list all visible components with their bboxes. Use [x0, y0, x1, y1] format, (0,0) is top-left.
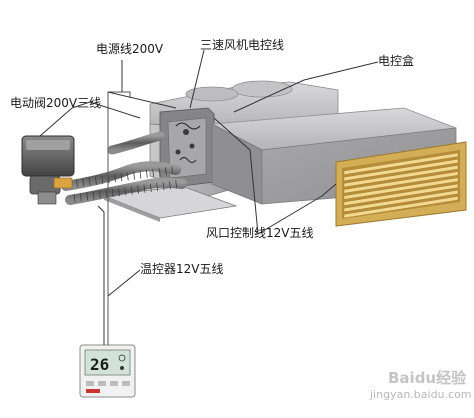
thermostat-display-value: 26 [90, 355, 109, 374]
valve-leader [39, 107, 73, 137]
electric-valve [21, 135, 75, 205]
grille-slat [343, 165, 459, 188]
hose-rib [145, 169, 148, 178]
hose-rib [82, 178, 85, 187]
hose-rib [156, 183, 159, 192]
outlet-line-leader [257, 183, 337, 235]
control-box-leader [233, 61, 379, 113]
hose-rib [114, 174, 116, 183]
grille-slat [343, 189, 459, 213]
hose-rib [162, 182, 165, 191]
hose-rib [105, 189, 108, 198]
control-box [159, 107, 215, 189]
wires [39, 49, 379, 345]
hose-rib [73, 193, 76, 203]
drain-pan [103, 185, 238, 222]
watermark-logo-text: Baidu经验 [388, 369, 467, 387]
hose-rib [126, 172, 129, 181]
hose-rib [169, 181, 171, 190]
flex-hoses [61, 131, 187, 205]
air-grille [335, 141, 467, 227]
hose-rib [120, 173, 123, 182]
grille-slat [343, 171, 459, 194]
hose-rib [158, 168, 161, 177]
label-outlet-control-line: 风口控制线12V五线 [206, 226, 314, 240]
grille-slat [343, 183, 459, 206]
label-thermostat-line: 温控器12V五线 [140, 262, 224, 276]
hose-rib [137, 185, 139, 194]
label-power-line: 电源线200V [96, 42, 164, 56]
outlet-line-wire [213, 117, 259, 235]
grille-slat [343, 158, 459, 182]
grille-slat [343, 152, 459, 175]
hose-rib [152, 169, 155, 178]
label-three-speed-fan-control: 三速风机电控线 [200, 38, 285, 52]
hose-rib [99, 190, 101, 199]
hose-rib [124, 187, 127, 196]
thermostat-device: 26 [79, 344, 136, 398]
hose-rib [75, 179, 78, 188]
label-control-box: 电控盒 [378, 54, 415, 68]
hose-rib [171, 166, 174, 175]
hose-rib [86, 192, 89, 201]
grille-slat [343, 177, 459, 200]
hose-rib [149, 183, 152, 192]
hose-rib [111, 188, 114, 198]
hose-rib [175, 180, 178, 189]
hose-rib [143, 184, 146, 193]
hose-rib [139, 170, 142, 179]
hose-rib [101, 175, 104, 184]
hose-rib [118, 188, 120, 197]
hose-rib [95, 176, 97, 185]
watermark-url: jingyan.baidu.com [370, 388, 472, 401]
thermostat-cable [97, 205, 105, 345]
grille-slat [343, 196, 459, 219]
power-line-to-box [107, 91, 177, 109]
hose-rib [130, 186, 133, 195]
valve-wire [71, 101, 141, 119]
three-speed-leader [189, 49, 205, 109]
hose-rib [92, 191, 95, 200]
power-cable [107, 91, 131, 345]
thermostat-leader [107, 269, 141, 297]
label-electric-valve-line: 电动阀200V三线 [10, 96, 102, 110]
hose-rib [165, 167, 167, 176]
hose-rib [88, 177, 91, 186]
hose-rib [79, 193, 82, 202]
hose-rib [133, 171, 135, 180]
